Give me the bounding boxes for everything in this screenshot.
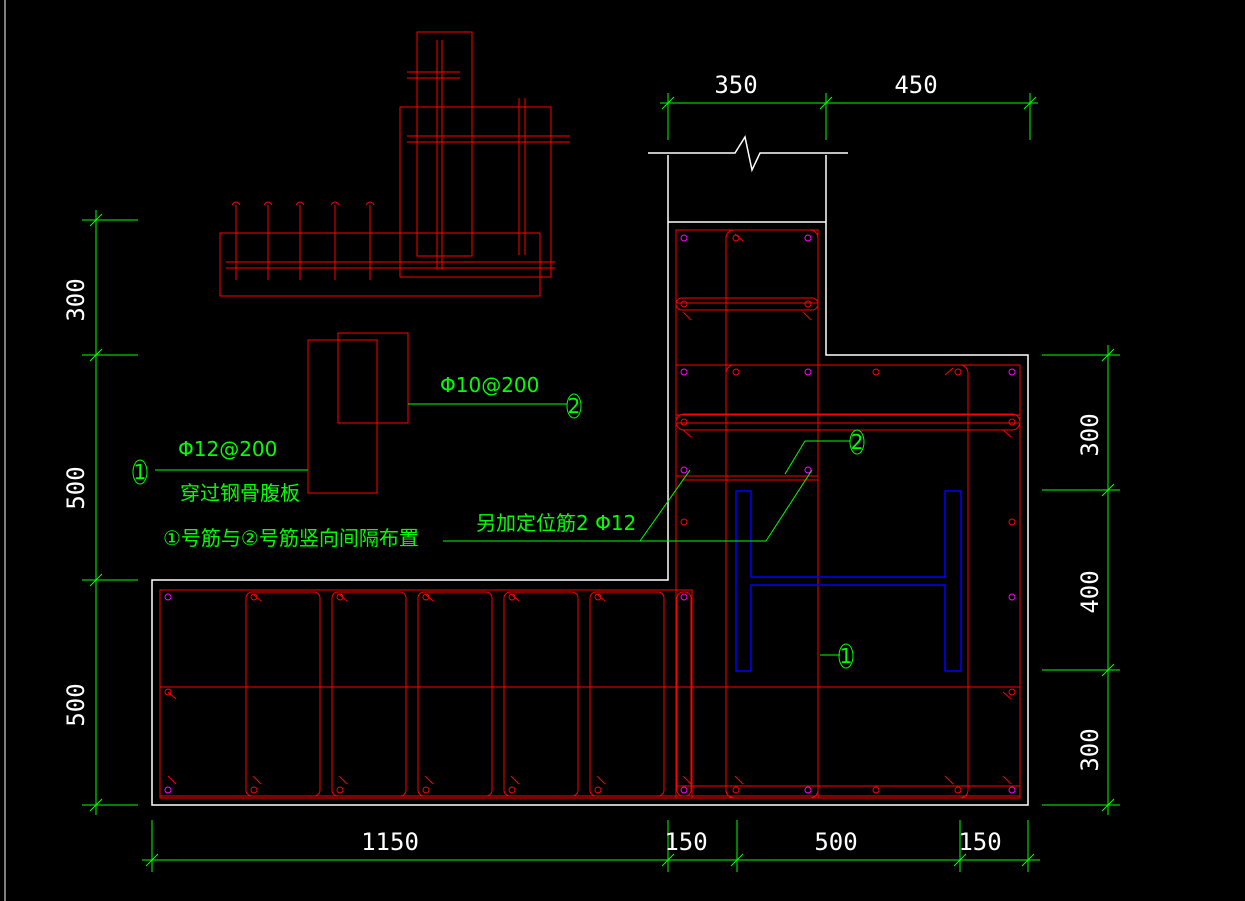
note-extra-bar: 另加定位筋2 Φ12 [476, 511, 636, 535]
steel-h-section [735, 490, 962, 672]
leader-lines [155, 403, 850, 656]
dim-bottom-2: 150 [664, 828, 707, 856]
tag-two-left: 2 [568, 394, 581, 418]
dim-bottom-1: 1150 [361, 828, 419, 856]
rebar-detail-top [219, 31, 570, 297]
dim-right-2: 400 [1076, 570, 1104, 613]
dim-left-1: 300 [62, 278, 90, 321]
dim-right-1: 300 [1076, 413, 1104, 456]
tag-two-right: 2 [851, 430, 864, 454]
note-interleave: ①号筋与②号筋竖向间隔布置 [163, 526, 419, 550]
rebar-hooks [167, 233, 1012, 785]
dim-right-3: 300 [1076, 728, 1104, 771]
tag-circles [132, 393, 865, 669]
tag-one-left: 1 [134, 460, 147, 484]
dim-top-2: 450 [894, 71, 937, 99]
rebar-points [164, 234, 1016, 794]
dim-top-1: 350 [714, 71, 757, 99]
break-line [648, 135, 848, 173]
dim-bottom-3: 500 [814, 828, 857, 856]
concrete-outline [151, 155, 1029, 806]
dimension-lines [82, 93, 1120, 872]
rebar-column [675, 229, 1021, 799]
note-phi12: Φ12@200 [178, 437, 277, 461]
note-through-web: 穿过钢骨腹板 [180, 481, 300, 505]
dim-bottom-4: 150 [958, 828, 1001, 856]
dim-left-2: 500 [62, 466, 90, 509]
rebar-horizontal-leg [159, 589, 1020, 799]
tag-one-right: 1 [840, 644, 853, 668]
corner-bars [164, 234, 1016, 794]
stirrup-detail [307, 332, 409, 494]
note-phi10: Φ10@200 [440, 373, 539, 397]
dim-left-3: 500 [62, 683, 90, 726]
